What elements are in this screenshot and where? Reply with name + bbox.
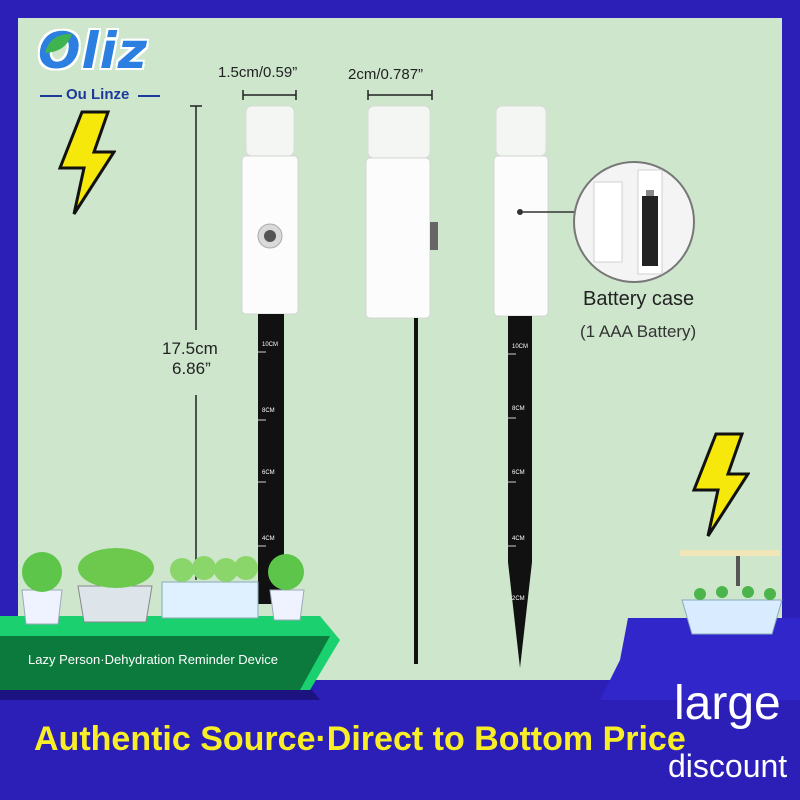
battery-case-zoom xyxy=(573,161,695,283)
scale-label: 8CM xyxy=(262,408,275,414)
brand-tagline: Ou Linze xyxy=(66,86,130,103)
sensor-back-view xyxy=(493,105,576,668)
logo-rule-right xyxy=(138,95,160,97)
brand-logo: Oliz xyxy=(38,22,148,80)
battery-case-title: Battery case xyxy=(583,288,695,310)
lightning-bolt-icon xyxy=(57,110,116,215)
lightning-bolt-icon xyxy=(691,432,750,537)
logo-rule-left xyxy=(40,95,62,97)
scale-label: 4CM xyxy=(262,536,275,542)
discount-line-1: large xyxy=(674,677,781,730)
scale-label: 8CM xyxy=(512,406,525,412)
bottom-band xyxy=(0,700,800,800)
height-label-cm: 17.5cm xyxy=(162,339,218,358)
scale-label: 4CM xyxy=(512,536,525,542)
slogan: Authentic Source·Direct to Bottom Price xyxy=(34,720,686,758)
potted-plants xyxy=(21,548,305,625)
leaf-icon xyxy=(45,33,72,53)
product-caption: Lazy Person·Dehydration Reminder Device xyxy=(28,652,279,667)
scale-label: 10CM xyxy=(262,342,278,348)
scale-label: 6CM xyxy=(262,470,275,476)
height-label-in: 6.86” xyxy=(172,359,211,378)
discount-line-2: discount xyxy=(668,748,788,784)
scale-label: 10CM xyxy=(512,344,528,350)
battery-case-subtitle: (1 AAA Battery) xyxy=(580,322,697,341)
scale-label: 6CM xyxy=(512,470,525,476)
sensor-side-view xyxy=(365,105,438,664)
width-label-narrow: 1.5cm/0.59” xyxy=(218,64,298,81)
width-label-wide: 2cm/0.787” xyxy=(348,66,424,83)
scale-label: 2CM xyxy=(512,596,525,602)
